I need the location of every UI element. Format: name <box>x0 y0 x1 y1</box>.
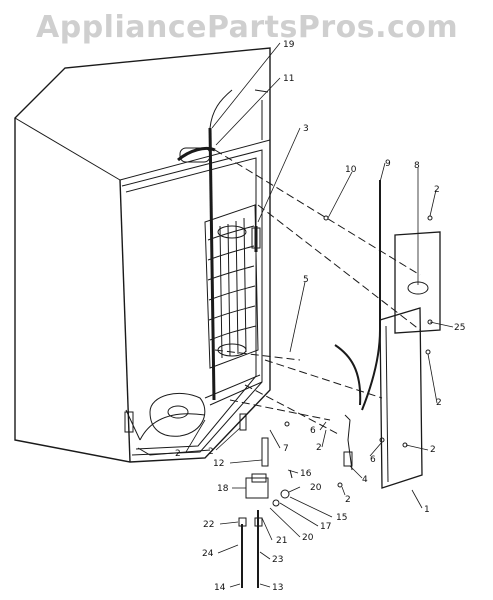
back-panel-upper <box>394 231 441 334</box>
tubing-top <box>177 89 261 401</box>
callout-5: 5 <box>303 275 309 285</box>
cabinet-outline <box>14 47 271 463</box>
callout-6-a: 6 <box>310 426 316 436</box>
callout-2-bottom: 2 <box>345 495 351 505</box>
callout-10: 10 <box>345 165 357 175</box>
callout-25: 25 <box>454 323 465 333</box>
callout-8: 8 <box>414 161 420 171</box>
callout-18: 18 <box>217 484 229 494</box>
callout-12: 12 <box>213 459 224 469</box>
callout-20-a: 20 <box>310 483 322 493</box>
dashed-leaders <box>214 149 421 436</box>
back-panel-lower <box>379 307 423 489</box>
relay-assembly <box>245 437 293 507</box>
callout-11: 11 <box>283 74 294 84</box>
callout-leaders <box>185 42 454 588</box>
fasteners <box>239 215 433 488</box>
callout-2-mid: 2 <box>430 445 436 455</box>
callout-13: 13 <box>272 583 283 593</box>
wire-harness <box>334 180 381 471</box>
callout-6-b: 6 <box>370 455 376 465</box>
callout-17: 17 <box>320 522 331 532</box>
callout-14: 14 <box>214 583 226 593</box>
lead-wires <box>238 510 263 588</box>
callout-24: 24 <box>202 549 214 559</box>
callout-22: 22 <box>203 520 214 530</box>
compressor-area <box>137 374 263 456</box>
callout-7: 7 <box>283 444 289 454</box>
callout-15: 15 <box>336 513 347 523</box>
callout-4: 4 <box>362 475 368 485</box>
callout-2-center: 2 <box>316 443 322 453</box>
callout-2-left: 2 <box>175 449 181 459</box>
callout-3: 3 <box>303 124 309 134</box>
callout-2-top: 2 <box>434 185 440 195</box>
watermark-text: AppliancePartsPros.com <box>36 10 459 45</box>
callout-2-right: 2 <box>436 398 442 408</box>
callout-23: 23 <box>272 555 283 565</box>
callout-19: 19 <box>283 40 295 50</box>
callout-9: 9 <box>385 159 391 169</box>
callout-1: 1 <box>424 505 430 515</box>
callout-20-b: 20 <box>302 533 314 543</box>
callout-16: 16 <box>300 469 312 479</box>
callout-2-lower: 2 <box>208 447 214 457</box>
callout-numbers: 19 11 3 10 9 8 2 5 25 2 2 2 6 2 6 2 7 4 … <box>175 40 465 593</box>
callout-21: 21 <box>276 536 287 546</box>
